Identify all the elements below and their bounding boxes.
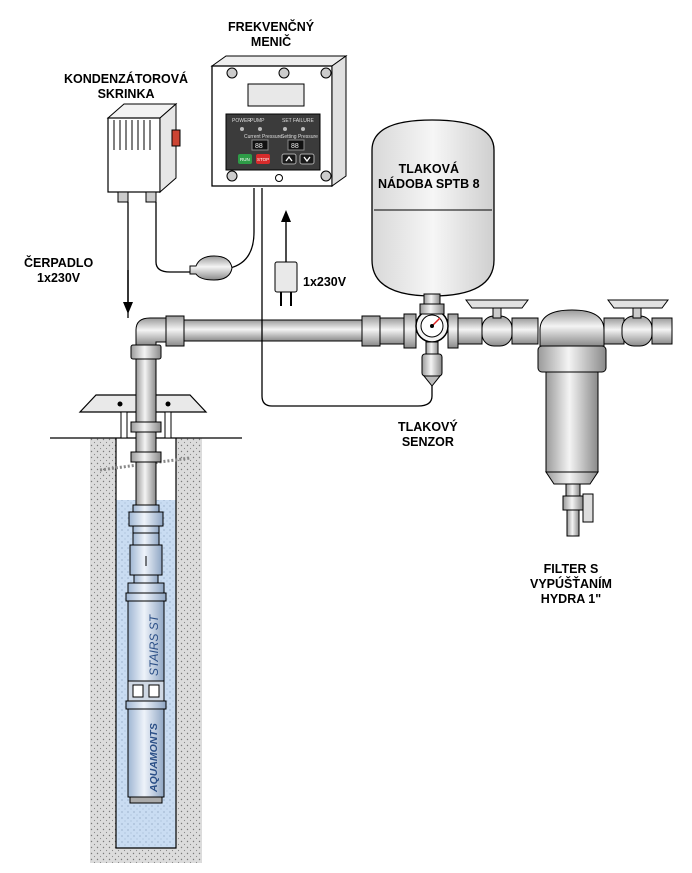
label-frequency-converter-line2: MENIČ [250, 35, 292, 49]
outlet-pipe [135, 313, 673, 349]
setting-pressure-label: Setting Pressure [281, 134, 318, 140]
label-power-supply-text: 1x230V [303, 275, 347, 289]
label-frequency-converter-line1: FREKVENČNÝ [228, 20, 315, 34]
stop-button-label: STOP [257, 157, 269, 162]
up-button [281, 153, 297, 165]
label-filter-line2: VYPÚŠŤANÍM [530, 577, 612, 591]
run-button-label: RUN [240, 157, 250, 162]
label-frequency-converter: FREKVENČNÝ MENIČ [228, 20, 314, 50]
capacitor-box [106, 102, 181, 203]
failure-label: FAILURE [293, 118, 315, 124]
arrow-up-power-in [281, 210, 291, 262]
frequency-converter [210, 55, 348, 187]
motor-brand-text: STAIRS ST [147, 613, 161, 676]
pressure-tank [371, 119, 495, 315]
ball-valve-2 [607, 299, 669, 319]
drop-pipe [128, 339, 164, 584]
label-filter: FILTER S VYPÚŠŤANÍM HYDRA 1" [530, 562, 612, 607]
ball-valve-1 [465, 299, 529, 319]
label-capacitor-box: KONDENZÁTOROVÁ SKRINKA [64, 72, 188, 102]
submersible-pump [125, 582, 167, 804]
label-pump-line1: ČERPADLO [24, 256, 94, 270]
pressure-sensor [421, 341, 443, 387]
label-filter-line3: HYDRA 1" [540, 592, 602, 606]
label-pump: ČERPADLO 1x230V [24, 256, 93, 286]
label-capacitor-box-line2: SKRINKA [97, 87, 155, 101]
display-left: 88 [255, 143, 263, 150]
down-button [299, 153, 315, 165]
power-plug [274, 261, 298, 306]
controller-panel-text: POWER PUMP SET FAILURE Current Pressure … [232, 118, 318, 162]
label-pressure-tank-line1: TLAKOVÁ [398, 162, 460, 176]
pump-brand-text: AQUAMONTS [148, 723, 160, 793]
label-capacitor-box-line1: KONDENZÁTOROVÁ [64, 72, 189, 86]
pump-label: PUMP [250, 118, 265, 124]
controller-lcd [247, 83, 305, 107]
pump-branding: STAIRS ST AQUAMONTS [147, 613, 161, 793]
label-pressure-tank: TLAKOVÁ NÁDOBA SPTB 8 [378, 162, 480, 192]
label-filter-line1: FILTER S [543, 562, 599, 576]
cable-connector-bulb [189, 255, 233, 281]
power-label: POWER [232, 118, 251, 124]
current-pressure-label: Current Pressure [244, 134, 282, 140]
label-pump-line2: 1x230V [37, 271, 81, 285]
arrow-down-to-pump [123, 270, 133, 314]
label-pressure-sensor-line2: SENZOR [401, 435, 454, 449]
label-pressure-tank-line2: NÁDOBA SPTB 8 [378, 177, 480, 191]
stop-button [256, 154, 270, 164]
label-pressure-sensor: TLAKOVÝ SENZOR [398, 420, 458, 450]
run-button [238, 154, 252, 164]
capacitor-switch [171, 129, 181, 147]
pump-hydraulic-section [127, 600, 165, 682]
pump-motor-section [127, 708, 165, 798]
water-filter [537, 309, 607, 537]
label-power-supply: 1x230V [303, 275, 346, 290]
set-label: SET [282, 118, 292, 124]
label-pressure-sensor-line1: TLAKOVÝ [398, 420, 458, 434]
display-right: 88 [291, 143, 299, 150]
pressure-gauge [415, 309, 449, 343]
